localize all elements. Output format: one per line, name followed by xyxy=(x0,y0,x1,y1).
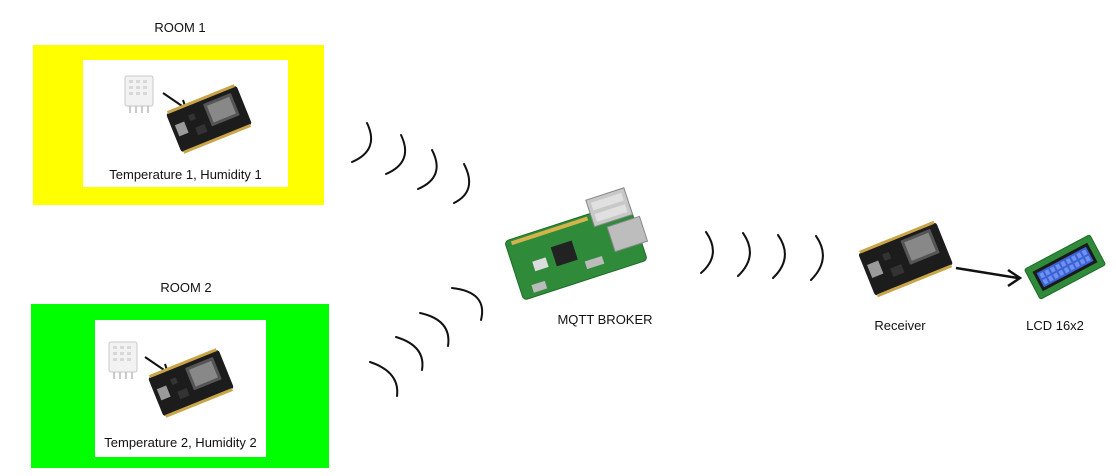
room-2-inner-panel: Temperature 2, Humidity 2 xyxy=(95,320,266,457)
esp-board-icon xyxy=(148,348,234,418)
arrow-icon xyxy=(955,266,1023,288)
receiver-esp-board-icon xyxy=(858,220,953,298)
dht-sensor-icon xyxy=(108,341,138,379)
room-1-box: Temperature 1, Humidity 1 xyxy=(33,45,324,205)
lcd-display-icon xyxy=(1024,234,1106,300)
raspberry-pi-icon xyxy=(505,187,649,300)
lcd-label: LCD 16x2 xyxy=(1026,318,1084,333)
broker-label: MQTT BROKER xyxy=(557,312,653,327)
room-1-inner-panel: Temperature 1, Humidity 1 xyxy=(83,60,288,187)
room-1-caption: Temperature 1, Humidity 1 xyxy=(109,167,262,182)
room-2-caption: Temperature 2, Humidity 2 xyxy=(104,435,257,450)
receiver-label: Receiver xyxy=(874,318,926,333)
room-2-title: ROOM 2 xyxy=(160,280,212,295)
room-2-box: Temperature 2, Humidity 2 xyxy=(31,304,329,468)
dht-sensor-icon xyxy=(124,75,154,113)
esp-board-icon xyxy=(166,84,252,154)
room-1-title: ROOM 1 xyxy=(154,20,206,35)
